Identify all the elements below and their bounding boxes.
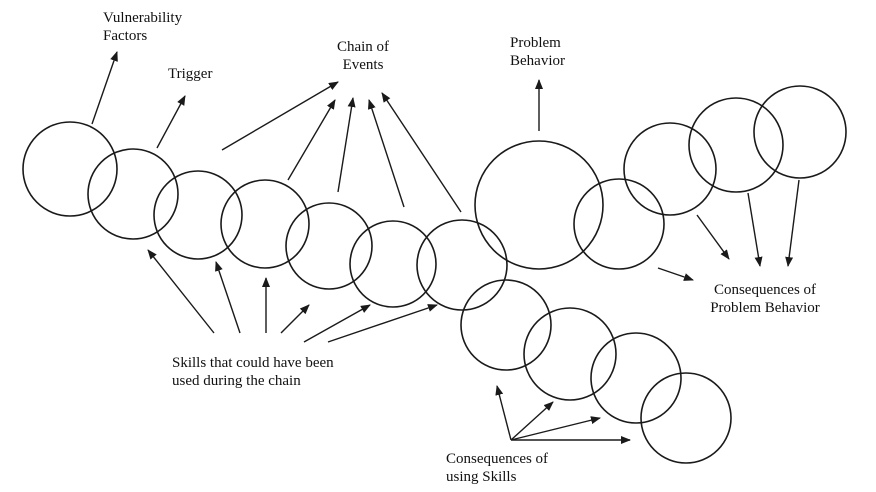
problem-behavior-circle bbox=[474, 140, 604, 270]
arrow-to-vulnerability bbox=[91, 51, 118, 125]
problem-consequence-circle-2 bbox=[623, 122, 717, 216]
problem-consequence-circle-3 bbox=[688, 97, 784, 193]
chain-circle-trigger bbox=[87, 148, 179, 240]
label-problem-line-2: Behavior bbox=[510, 53, 565, 69]
label-consequences-problem-line-1: Consequences of bbox=[713, 282, 817, 298]
label-problem-behavior: Problem Behavior bbox=[510, 34, 565, 70]
arrow-skill-consequence-2 bbox=[510, 401, 554, 441]
label-consequences-using-skills: Consequences of using Skills bbox=[446, 450, 548, 486]
label-problem-line-1: Problem bbox=[510, 35, 561, 51]
label-chain-line-1: Chain of bbox=[336, 39, 390, 55]
arrow-skill-6 bbox=[327, 304, 438, 343]
arrow-group bbox=[91, 51, 800, 444]
arrow-problem-consequence-4 bbox=[785, 179, 800, 267]
arrow-chain-1 bbox=[221, 81, 339, 151]
arrow-skill-4 bbox=[280, 304, 310, 334]
arrow-problem-consequence-3 bbox=[747, 192, 763, 267]
chain-circle-5 bbox=[285, 202, 373, 290]
label-vulnerability-line-2: Factors bbox=[103, 28, 148, 44]
label-consequences-problem-behavior: Consequences of Problem Behavior bbox=[690, 281, 840, 317]
arrow-skill-1 bbox=[147, 249, 215, 334]
chain-circle-vulnerability bbox=[22, 121, 118, 217]
chain-circle-3 bbox=[153, 170, 243, 260]
label-consequences-problem-line-2: Problem Behavior bbox=[710, 300, 820, 316]
arrow-chain-2 bbox=[287, 99, 336, 181]
label-skills-line-2: used during the chain bbox=[172, 373, 301, 389]
arrow-problem-consequence-2 bbox=[696, 214, 730, 260]
chain-circle-6 bbox=[349, 220, 437, 308]
skill-consequence-circle-4 bbox=[640, 372, 732, 464]
arrow-chain-4 bbox=[367, 99, 405, 208]
arrow-chain-5 bbox=[381, 92, 462, 213]
arrow-to-trigger bbox=[156, 95, 186, 149]
label-chain-line-2: Events bbox=[342, 57, 384, 73]
skill-consequence-circle-2 bbox=[523, 307, 617, 401]
label-vulnerability-line-1: Vulnerability bbox=[103, 10, 183, 26]
skill-consequence-circle-1 bbox=[460, 279, 552, 371]
chain-circle-7 bbox=[416, 219, 508, 311]
label-trigger: Trigger bbox=[168, 65, 212, 83]
label-chain-of-events: Chain of Events bbox=[328, 38, 398, 74]
label-trigger-line-1: Trigger bbox=[168, 66, 213, 82]
label-consequences-skills-line-2: using Skills bbox=[446, 469, 517, 485]
skill-consequence-circle-3 bbox=[590, 332, 682, 424]
arrow-skill-5 bbox=[303, 304, 371, 343]
arrow-skill-consequence-3 bbox=[510, 416, 601, 441]
arrow-skill-consequence-1 bbox=[495, 385, 512, 441]
problem-consequence-circle-4 bbox=[753, 85, 847, 179]
label-consequences-skills-line-1: Consequences of bbox=[446, 451, 549, 467]
arrow-problem-consequence-1 bbox=[657, 267, 694, 281]
circle-group bbox=[22, 85, 847, 464]
chain-circle-4 bbox=[220, 179, 310, 269]
label-skills: Skills that could have been used during … bbox=[172, 354, 334, 390]
label-vulnerability-factors: Vulnerability Factors bbox=[103, 9, 182, 45]
arrow-skill-2 bbox=[215, 261, 241, 334]
arrow-chain-3 bbox=[337, 97, 356, 193]
label-skills-line-1: Skills that could have been bbox=[172, 355, 334, 371]
problem-consequence-circle-1 bbox=[573, 178, 665, 270]
